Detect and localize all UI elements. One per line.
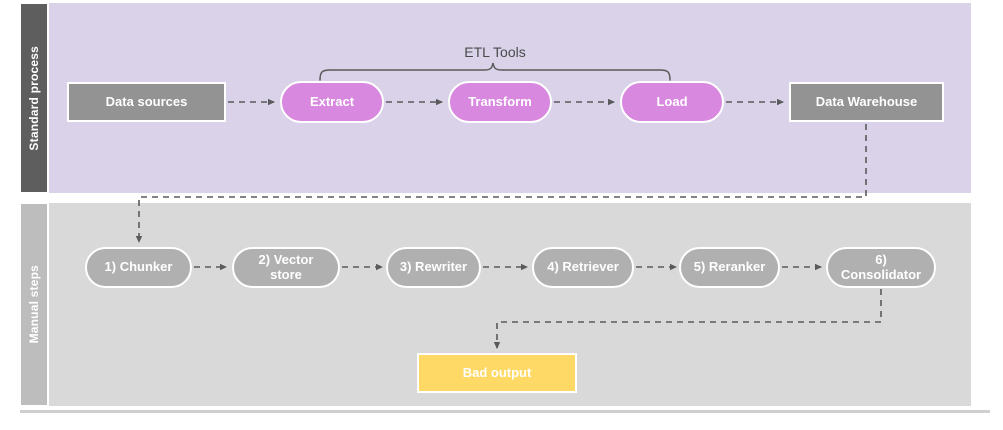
node-chunker[interactable]: 1) Chunker — [85, 247, 192, 288]
node-rewriter[interactable]: 3) Rewriter — [386, 247, 481, 288]
lane-label-manual-steps: Manual steps — [20, 203, 48, 406]
etl-tools-label: ETL Tools — [464, 44, 526, 60]
node-retriever[interactable]: 4) Retriever — [532, 247, 634, 288]
node-load[interactable]: Load — [620, 81, 724, 123]
connector-consolidator-to-bad-output — [493, 289, 882, 349]
node-extract-label: Extract — [309, 93, 355, 109]
node-load-label: Load — [656, 93, 688, 109]
node-transform[interactable]: Transform — [448, 81, 552, 123]
node-extract[interactable]: Extract — [280, 81, 384, 123]
node-vector-store-label: 2) Vector store — [258, 251, 314, 282]
node-data-sources-label: Data sources — [105, 93, 188, 109]
node-consolidator[interactable]: 6) Consolidator — [826, 247, 936, 288]
node-rewriter-label: 3) Rewriter — [399, 259, 468, 275]
node-transform-label: Transform — [468, 93, 532, 109]
etl-tools-bracket — [319, 62, 671, 81]
node-consolidator-label: 6) Consolidator — [840, 251, 922, 282]
connector-data-warehouse-to-chunker — [135, 124, 867, 243]
bottom-divider — [20, 410, 990, 413]
node-retriever-label: 4) Retriever — [547, 259, 619, 275]
node-reranker-label: 5) Reranker — [693, 259, 766, 275]
node-reranker[interactable]: 5) Reranker — [679, 247, 780, 288]
node-bad-output[interactable]: Bad output — [417, 353, 577, 393]
lane-label-standard-process: Standard process — [20, 3, 48, 193]
node-data-warehouse-label: Data Warehouse — [815, 93, 918, 109]
node-vector-store[interactable]: 2) Vector store — [232, 247, 340, 288]
node-chunker-label: 1) Chunker — [104, 259, 173, 275]
node-data-sources[interactable]: Data sources — [67, 82, 226, 122]
node-bad-output-label: Bad output — [462, 364, 532, 380]
node-data-warehouse[interactable]: Data Warehouse — [789, 82, 944, 122]
